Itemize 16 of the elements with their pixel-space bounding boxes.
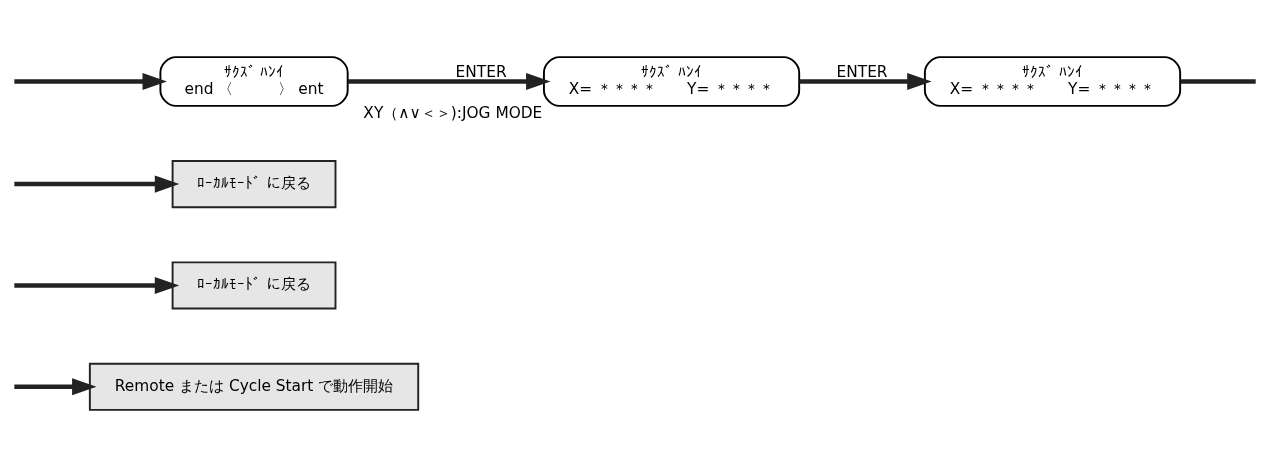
arrow [347, 72, 551, 91]
arrow [14, 175, 180, 193]
edge-label: ENTER [455, 63, 507, 82]
node-box: ﾛｰｶﾙﾓｰﾄﾞ に戻る [171, 261, 337, 310]
node-label: XY（∧∨＜＞):JOG MODE [363, 104, 543, 123]
node-box: Remote または Cycle Start で動作開始 [88, 362, 420, 411]
arrow [799, 72, 932, 91]
arrow [14, 378, 97, 396]
edge-label: ENTER [836, 63, 888, 82]
connector [1180, 79, 1256, 84]
arrow [14, 276, 180, 294]
node-box: ｻｸｽﾞ ﾊﾝｲ X= ＊＊＊＊ Y= ＊＊＊＊ [542, 56, 801, 107]
node-box: ｻｸｽﾞ ﾊﾝｲ X= ＊＊＊＊ Y= ＊＊＊＊ [923, 56, 1182, 107]
node-box: ｻｸｽﾞ ﾊﾝｲ end 〈 〉 ent [159, 56, 349, 107]
arrow [14, 72, 167, 91]
node-box: ﾛｰｶﾙﾓｰﾄﾞ に戻る [171, 160, 337, 209]
